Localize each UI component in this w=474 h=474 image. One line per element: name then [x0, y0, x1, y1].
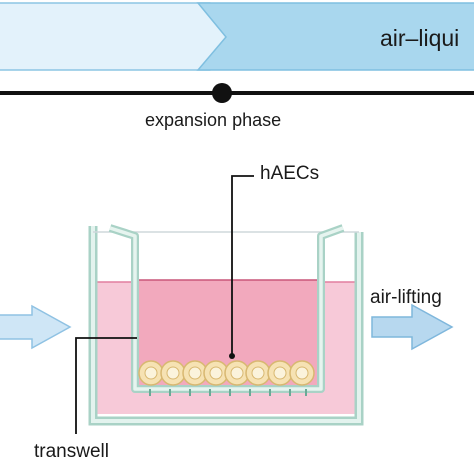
phase-label: expansion phase	[145, 110, 282, 130]
cell	[138, 360, 164, 386]
cells-label: hAECs	[260, 163, 320, 184]
banner-left-chevron	[0, 2, 239, 71]
banner-right-text: air–liqui	[380, 25, 460, 51]
air-lifting-label: air-lifting	[370, 287, 442, 308]
haec-cell-layer	[138, 360, 315, 386]
haecs-leader-dot	[229, 353, 235, 359]
banner-right-band	[196, 2, 474, 71]
membrane-pores	[149, 389, 307, 396]
timeline-marker	[212, 83, 232, 103]
cell	[182, 360, 208, 386]
cell	[289, 360, 315, 386]
transwell-label: transwell	[34, 441, 109, 462]
haecs-leader-line	[231, 175, 254, 356]
cell	[224, 360, 250, 386]
incoming-arrow	[0, 304, 72, 350]
transwell-leader-line	[75, 337, 137, 434]
cell	[267, 360, 293, 386]
air-lifting-arrow	[371, 303, 454, 351]
cell	[245, 360, 271, 386]
cell	[160, 360, 186, 386]
